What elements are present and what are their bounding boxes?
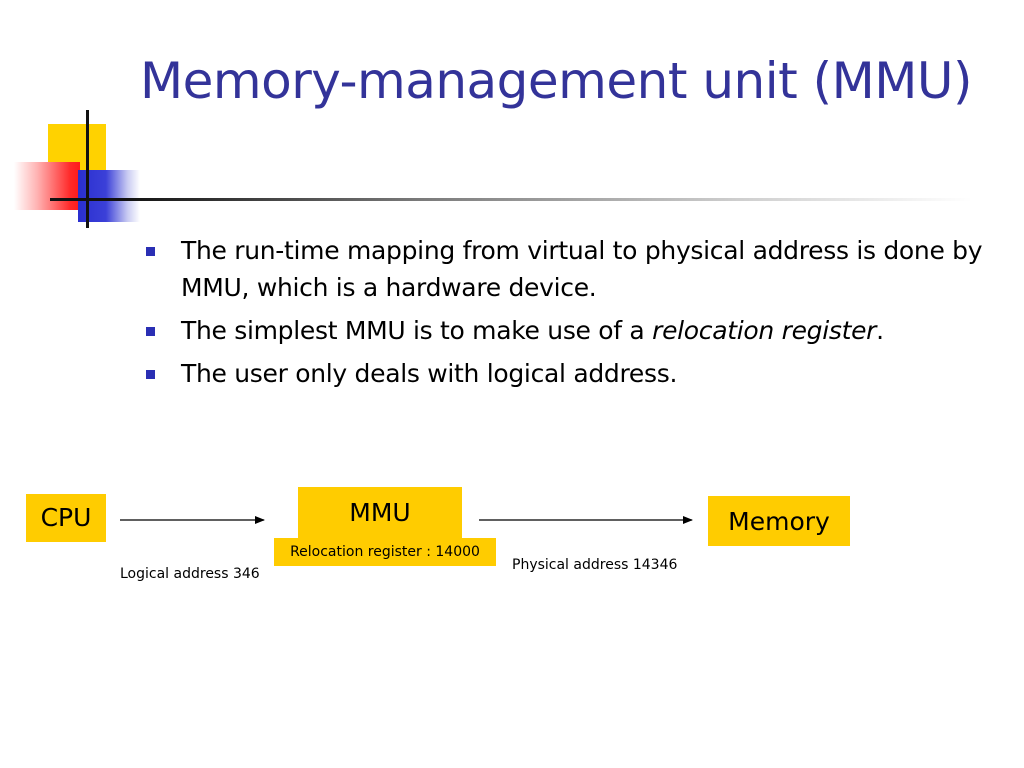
logical-address-label: Logical address 346 bbox=[120, 566, 260, 582]
square-bullet-icon bbox=[146, 247, 155, 256]
bullet-text-1: The run-time mapping from virtual to phy… bbox=[181, 236, 983, 302]
cpu-box: CPU bbox=[26, 494, 106, 542]
bullet-text-2-after: . bbox=[876, 316, 884, 345]
bullet-item-3: The user only deals with logical address… bbox=[144, 355, 1004, 392]
title-underline bbox=[50, 198, 972, 201]
logo-red-gradient bbox=[14, 162, 80, 210]
logo-vertical-line bbox=[86, 110, 89, 228]
slide-title: Memory-management unit (MMU) bbox=[140, 52, 973, 110]
bullet-item-1: The run-time mapping from virtual to phy… bbox=[144, 232, 1004, 306]
bullet-item-2: The simplest MMU is to make use of a rel… bbox=[144, 312, 1004, 349]
square-bullet-icon bbox=[146, 370, 155, 379]
memory-box: Memory bbox=[708, 496, 850, 546]
relocation-register-box: Relocation register : 14000 bbox=[274, 538, 496, 566]
bullet-list: The run-time mapping from virtual to phy… bbox=[144, 232, 1004, 398]
bullet-text-3: The user only deals with logical address… bbox=[181, 359, 678, 388]
mmu-box: MMU bbox=[298, 487, 462, 539]
bullet-text-2-italic: relocation register bbox=[652, 316, 877, 345]
physical-address-label: Physical address 14346 bbox=[512, 557, 678, 573]
bullet-text-2-before: The simplest MMU is to make use of a bbox=[181, 316, 653, 345]
square-bullet-icon bbox=[146, 327, 155, 336]
